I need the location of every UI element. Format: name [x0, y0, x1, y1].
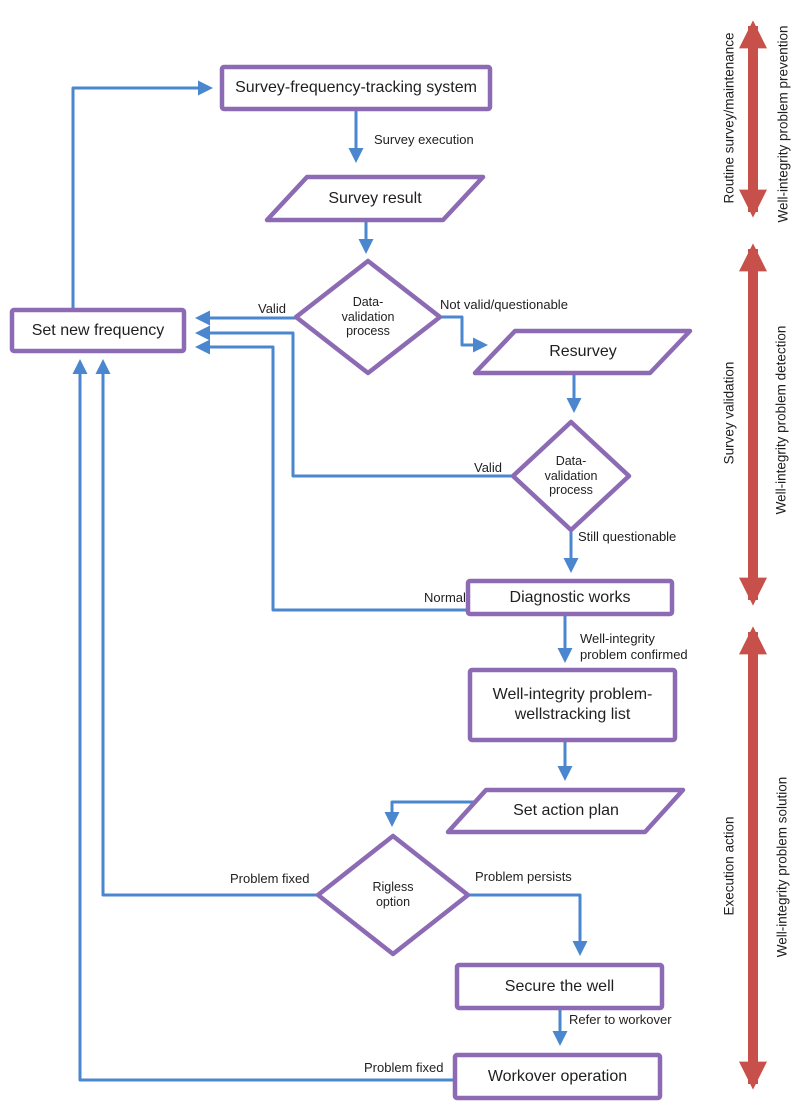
node-rigless-option-shape [315, 833, 471, 957]
node-secure-the-well-shape [454, 962, 665, 1011]
node-data-validation-1-label: Data- validation process [341, 294, 395, 339]
edge-label-refer-to-workover: Refer to workover [569, 1012, 672, 1027]
node-survey-result-shape [264, 174, 486, 223]
rail-label-problem-prevention: Well-integrity problem prevention [775, 25, 791, 223]
rail-label-execution-action: Execution action [721, 816, 737, 916]
node-data-validation-2-label: Data- validation process [544, 453, 598, 498]
edge-label-problem-fixed-workover: Problem fixed [364, 1060, 444, 1075]
rail-label-problem-detection: Well-integrity problem detection [773, 325, 789, 515]
edge-rigless-persists-to-secure [468, 893, 588, 956]
edge-setfreq-to-tracking [71, 80, 213, 310]
edge-label-normal: Normal [424, 590, 466, 605]
edge-label-valid-2: Valid [474, 460, 502, 475]
node-rigless-option-label: Rigless option [372, 880, 414, 909]
node-set-action-plan-shape [445, 787, 686, 835]
edge-label-problem-fixed-rigless: Problem fixed [230, 871, 310, 886]
node-workover-operation-shape [452, 1052, 663, 1101]
connectors [71, 80, 588, 1082]
rail-label-routine-survey-maintenance: Routine survey/maintenance [721, 32, 737, 204]
edge-label-problem-persists: Problem persists [475, 869, 572, 884]
node-set-action-plan-label: Set action plan [513, 802, 619, 819]
node-resurvey-label: Resurvey [549, 342, 617, 360]
edge-diagnostic-normal-to-setfreq [195, 339, 468, 612]
edge-rigless-fixed-to-setfreq [95, 359, 318, 897]
edge-workover-fixed-to-setfreq [72, 359, 455, 1082]
edge-actionplan-to-rigless [384, 800, 474, 827]
node-diagnostic-works-shape [465, 578, 675, 617]
edge-label-survey-execution: Survey execution [374, 132, 474, 147]
node-survey-tracking-label: Survey-frequency-tracking system [235, 79, 477, 96]
node-set-new-frequency-label: Set new frequency [31, 321, 165, 339]
rail-label-survey-validation: Survey validation [721, 361, 737, 465]
edge-label-problem-confirmed: Well-integrity problem confirmed [580, 631, 688, 662]
node-resurvey-shape [472, 328, 693, 376]
edge-validation1-notvalid-to-resurvey [438, 315, 488, 353]
node-survey-tracking-shape [219, 64, 493, 112]
shapes [9, 64, 693, 1101]
node-tracking-list-label: Well-integrity problem- wellstracking li… [492, 686, 653, 723]
edge-label-valid-1: Valid [258, 301, 286, 316]
node-workover-operation-label: Workover operation [487, 1067, 628, 1085]
node-secure-the-well-label: Secure the well [504, 977, 615, 995]
node-data-validation-2-shape [510, 419, 632, 533]
edge-label-not-valid-questionable: Not valid/questionable [440, 297, 568, 312]
node-survey-result-label: Survey result [328, 189, 422, 207]
node-data-validation-1-shape [293, 258, 443, 376]
node-diagnostic-works-label: Diagnostic works [509, 588, 631, 606]
node-set-new-frequency-shape [9, 307, 187, 354]
edge-validation2-valid-to-setfreq [195, 325, 512, 478]
edge-label-still-questionable: Still questionable [578, 529, 677, 544]
rail-label-problem-solution: Well-integrity problem solution [774, 776, 790, 958]
node-tracking-list-shape [467, 667, 678, 743]
